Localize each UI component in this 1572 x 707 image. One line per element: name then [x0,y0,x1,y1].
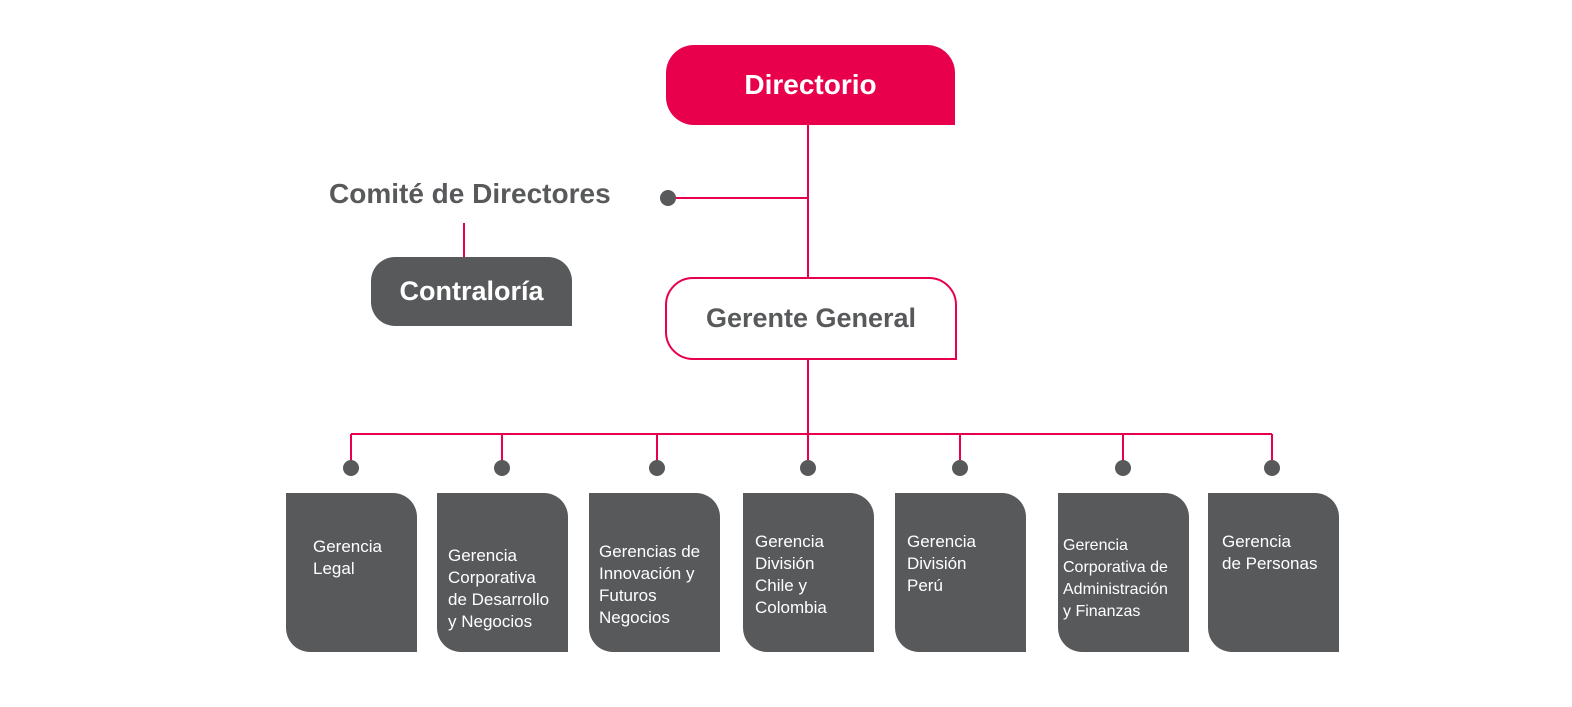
dept-gerencia-legal: Gerencia Legal [286,493,417,652]
dept-innovacion-futuros-negocios: Gerencias de Innovación y Futuros Negoci… [589,493,720,652]
connector-dot-1 [343,460,359,476]
contraloria-node: Contraloría [371,257,572,326]
directorio-node: Directorio [666,45,955,125]
connector-dot-5 [952,460,968,476]
dept-personas: Gerencia de Personas [1208,493,1339,652]
dept-label: Gerencias de Innovación y Futuros Negoci… [599,542,701,627]
connector-dot-3 [649,460,665,476]
dept-division-chile-colombia: Gerencia División Chile y Colombia [743,493,874,652]
connector-dot-comite [660,190,676,206]
comite-de-directores-label: Comité de Directores [329,178,611,209]
connector-dot-2 [494,460,510,476]
dept-desarrollo-negocios: Gerencia Corporativa de Desarrollo y Neg… [437,493,568,652]
dept-label: Gerencia de Personas [1222,532,1318,573]
dept-label: Gerencia División Perú [907,532,976,595]
dept-label: Gerencia Corporativa de Desarrollo y Neg… [448,546,550,631]
dept-division-peru: Gerencia División Perú [895,493,1026,652]
gerente-general-label: Gerente General [705,303,917,333]
connector-dot-7 [1264,460,1280,476]
dept-label: Gerencia División Chile y Colombia [755,532,827,617]
dept-label: Gerencia Corporativa de Administración y… [1063,537,1168,620]
dept-label: Gerencia Legal [313,537,382,578]
dept-administracion-finanzas: Gerencia Corporativa de Administración y… [1058,493,1189,652]
contraloria-label: Contraloría [399,276,544,306]
connector-dot-4 [800,460,816,476]
connector-dot-6 [1115,460,1131,476]
gerente-general-node: Gerente General [665,277,957,360]
directorio-label: Directorio [744,69,877,100]
